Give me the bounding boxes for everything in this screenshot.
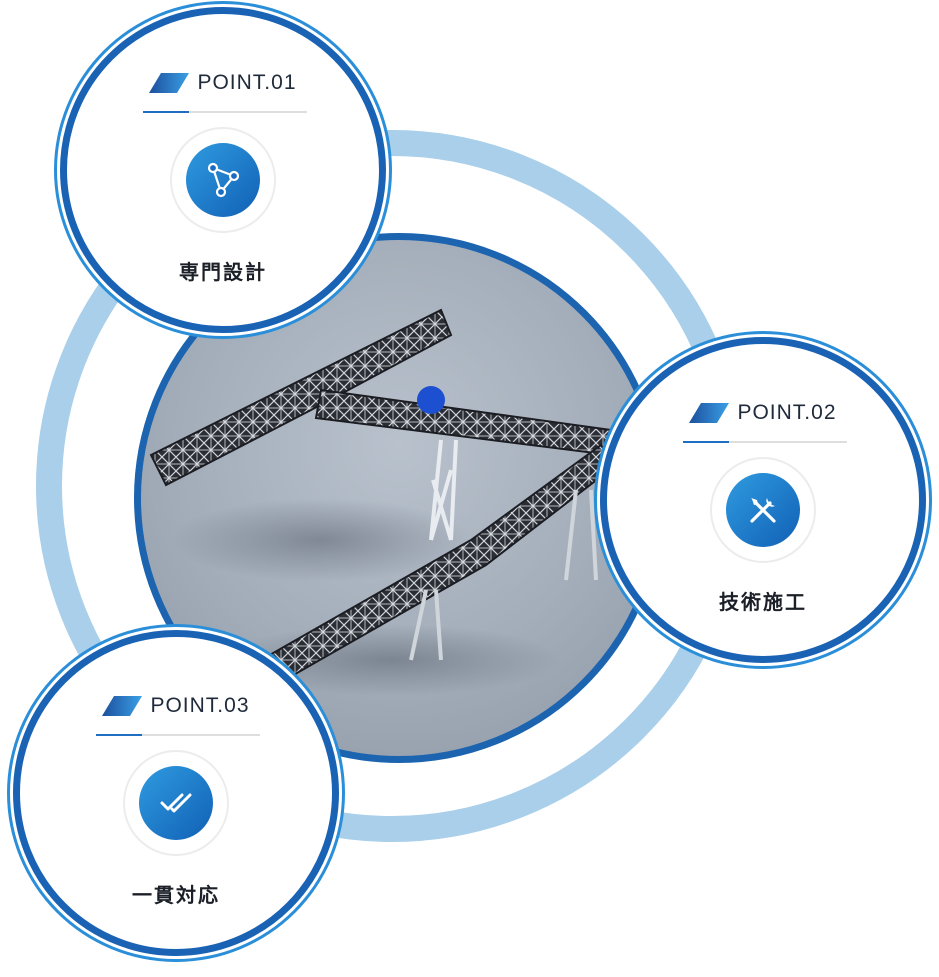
point-title: 一貫対応 (132, 883, 220, 907)
icon-disk (726, 473, 800, 547)
point-02-header: POINT.02 (607, 401, 919, 425)
icon-ring (123, 750, 229, 856)
point-03-card: POINT.03 一貫対応 (13, 630, 339, 956)
icon-ring (710, 457, 816, 563)
point-label: POINT.01 (197, 71, 297, 94)
point-title: 技術施工 (719, 590, 807, 614)
parallelogram-badge-icon (102, 696, 143, 716)
conveyor-illustration (149, 308, 618, 696)
point-02-card: POINT.02 技術施工 (600, 337, 926, 663)
icon-disk (139, 766, 213, 840)
point-label: POINT.03 (150, 694, 250, 717)
parallelogram-badge-icon (149, 73, 190, 93)
icon-disk (186, 143, 260, 217)
double-check-icon (160, 793, 192, 813)
point-03-header: POINT.03 (20, 694, 332, 718)
divider (683, 441, 847, 443)
design-flow-icon (207, 162, 240, 198)
point-label: POINT.02 (737, 401, 837, 424)
icon-ring (170, 127, 276, 233)
divider (143, 111, 307, 113)
tools-icon (750, 498, 776, 523)
conveyor-render-image (134, 233, 664, 763)
point-01-header: POINT.01 (67, 71, 379, 95)
divider (96, 734, 260, 736)
point-title: 専門設計 (179, 260, 267, 284)
point-01-card: POINT.01 専門設計 (60, 7, 386, 333)
parallelogram-badge-icon (689, 403, 730, 423)
